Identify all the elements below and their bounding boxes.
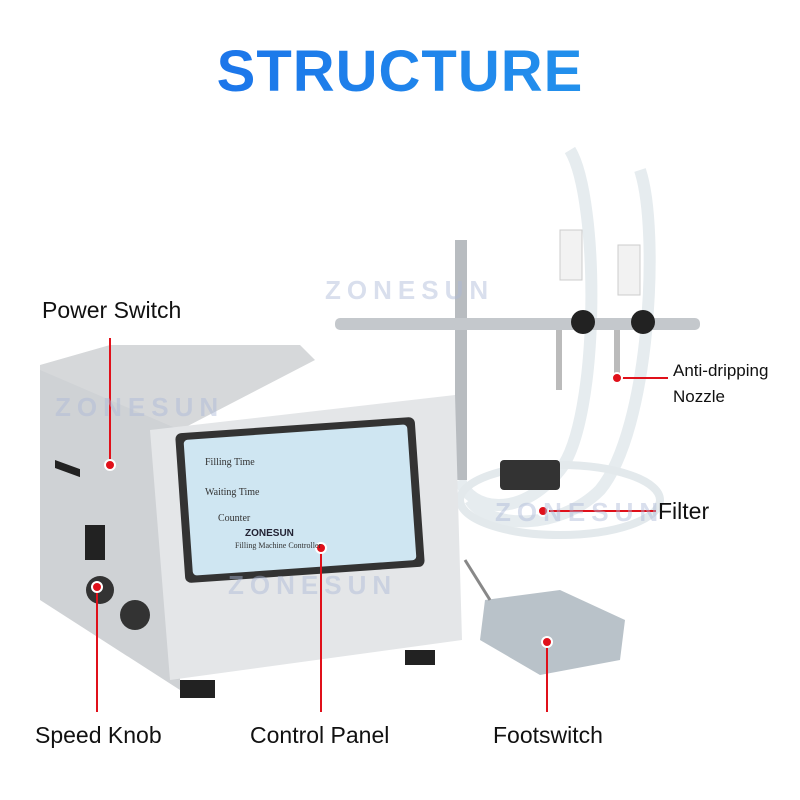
watermark: ZONESUN [325, 275, 495, 305]
panel-brand: ZONESUN [245, 528, 294, 539]
panel-counter-label: Counter [218, 513, 251, 524]
nozzle-label-line2: Nozzle [673, 387, 725, 406]
filter [500, 460, 560, 490]
footswitch-label: Footswitch [493, 722, 603, 748]
page-title: STRUCTURE [0, 38, 800, 105]
watermark: ZONESUN [55, 392, 225, 422]
footswitch [480, 590, 625, 675]
power-switch-label: Power Switch [42, 297, 182, 323]
panel-subtitle: Filling Machine Controller [235, 541, 322, 550]
watermark: ZONESUN [495, 497, 665, 527]
control-panel-label: Control Panel [250, 722, 390, 748]
filter-label: Filter [658, 498, 710, 524]
panel-filling-time-label: Filling Time [205, 457, 255, 468]
stand-pole [455, 240, 467, 480]
tube [454, 146, 598, 511]
watermark: ZONESUN [228, 570, 398, 600]
nozzle-label-line1: Anti-dripping [673, 361, 769, 380]
panel-waiting-time-label: Waiting Time [205, 487, 260, 498]
speed-knob-label: Speed Knob [35, 722, 162, 748]
nozzle-bar [335, 318, 700, 330]
